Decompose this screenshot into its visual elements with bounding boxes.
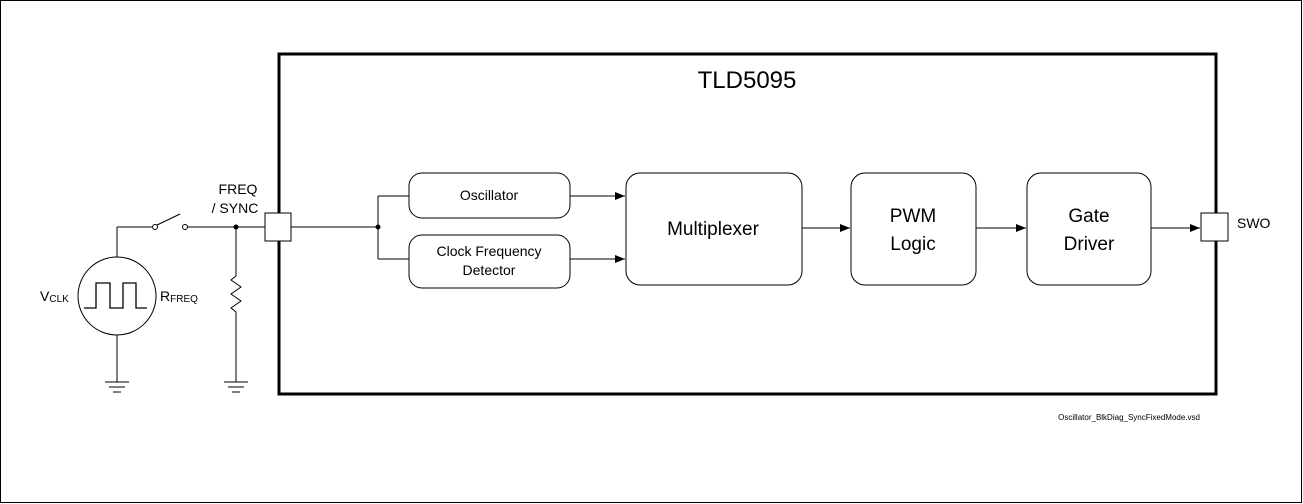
multiplexer-block	[625, 172, 803, 286]
pwm-logic-label-line2: Logic	[890, 234, 935, 255]
freq-sync-pin	[264, 212, 292, 242]
multiplexer-label: Multiplexer	[667, 219, 760, 240]
junction-dot	[375, 224, 381, 230]
internal-wiring	[291, 195, 409, 260]
rfreq-label: RFREQ	[160, 288, 198, 305]
gate-driver-block	[1026, 172, 1152, 286]
source-filename: Oscillator_BlkDiag_SyncFixedMode.vsd	[1058, 413, 1200, 422]
chip-title: TLD5095	[698, 67, 797, 94]
clock-source-symbol	[77, 256, 157, 336]
square-wave-icon	[84, 282, 147, 309]
pwm-logic-block	[850, 172, 977, 286]
clock-detector-label-line2: Detector	[463, 262, 516, 278]
switch-contact-left	[152, 224, 158, 230]
resistor-node-dot	[233, 224, 239, 230]
signal-arrows	[570, 192, 1200, 263]
freq-sync-label-line1: FREQ	[219, 181, 258, 197]
vclk-label: VCLK	[40, 288, 69, 305]
external-wiring	[116, 213, 265, 382]
oscillator-label: Oscillator	[460, 187, 519, 203]
swo-pin	[1200, 212, 1229, 242]
ground-icon	[105, 381, 129, 393]
swo-label: SWO	[1237, 215, 1271, 231]
pwm-logic-label-line1: PWM	[890, 206, 936, 227]
gate-driver-label-line1: Gate	[1068, 206, 1109, 227]
freq-sync-label-line2: / SYNC	[212, 200, 259, 216]
switch-contact-right	[182, 224, 188, 230]
clock-detector-label-line1: Clock Frequency	[436, 243, 541, 259]
ground-icon	[224, 381, 248, 393]
clock-detector-block	[408, 234, 571, 289]
gate-driver-label-line2: Driver	[1064, 234, 1115, 255]
